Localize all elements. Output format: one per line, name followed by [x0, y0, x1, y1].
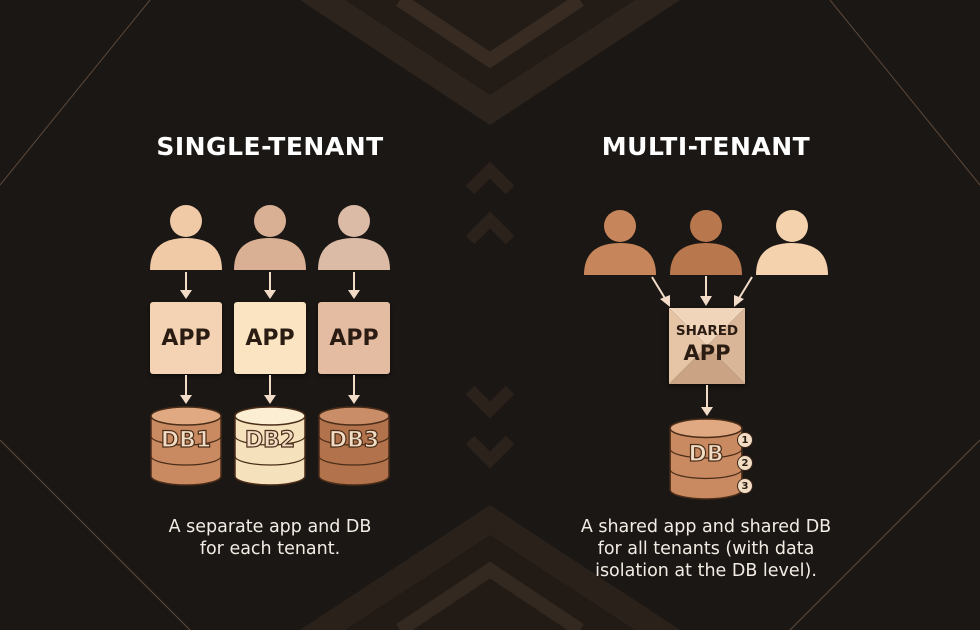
caption-line: A separate app and DB	[168, 517, 372, 537]
app-box-3: APP	[318, 302, 390, 374]
tenant-a-person-icon	[582, 207, 658, 275]
partition-badge-2: 2	[737, 455, 753, 471]
arrow-down-icon	[348, 375, 360, 404]
multi-tenant-caption: A shared app and shared DB for all tenan…	[546, 516, 866, 582]
arrow-down-icon	[701, 385, 713, 416]
database-2-icon: DB2	[233, 406, 307, 486]
database-3-icon: DB3	[317, 406, 391, 486]
tenant-b-person-icon	[668, 207, 744, 275]
caption-line: A shared app and shared DB	[580, 517, 832, 537]
arrow-down-icon	[264, 375, 276, 404]
partition-badge-1: 1	[737, 432, 753, 448]
database-1-label: DB1	[160, 427, 212, 453]
caption-line: for each tenant.	[199, 539, 341, 559]
tenant-1-person-icon	[148, 202, 224, 270]
single-tenant-caption: A separate app and DB for each tenant.	[110, 516, 430, 560]
database-2-label: DB2	[244, 427, 296, 453]
caption-line: for all tenants (with data	[597, 539, 815, 559]
arrow-down-icon	[180, 272, 192, 299]
shared-database-icon: DB	[668, 418, 744, 500]
tenant-2-person-icon	[232, 202, 308, 270]
multi-tenant-title: MULTI-TENANT	[601, 132, 811, 161]
arrow-down-icon	[180, 375, 192, 404]
tenant-3-person-icon	[316, 202, 392, 270]
shared-app-label-bottom: APP	[683, 341, 731, 365]
shared-app-label-top: SHARED	[675, 323, 739, 339]
single-tenant-title: SINGLE-TENANT	[156, 132, 384, 161]
partition-badge-3: 3	[737, 478, 753, 494]
app-box-1: APP	[150, 302, 222, 374]
caption-line: isolation at the DB level).	[595, 561, 817, 581]
converging-arrows-icon	[651, 276, 753, 307]
tenant-c-person-icon	[754, 207, 830, 275]
arrow-down-icon	[264, 272, 276, 299]
arrow-down-icon	[348, 272, 360, 299]
app-box-2: APP	[234, 302, 306, 374]
database-1-icon: DB1	[149, 406, 223, 486]
shared-database-label: DB	[688, 441, 724, 467]
shared-app-box: SHARED APP	[669, 308, 745, 384]
database-3-label: DB3	[328, 427, 380, 453]
